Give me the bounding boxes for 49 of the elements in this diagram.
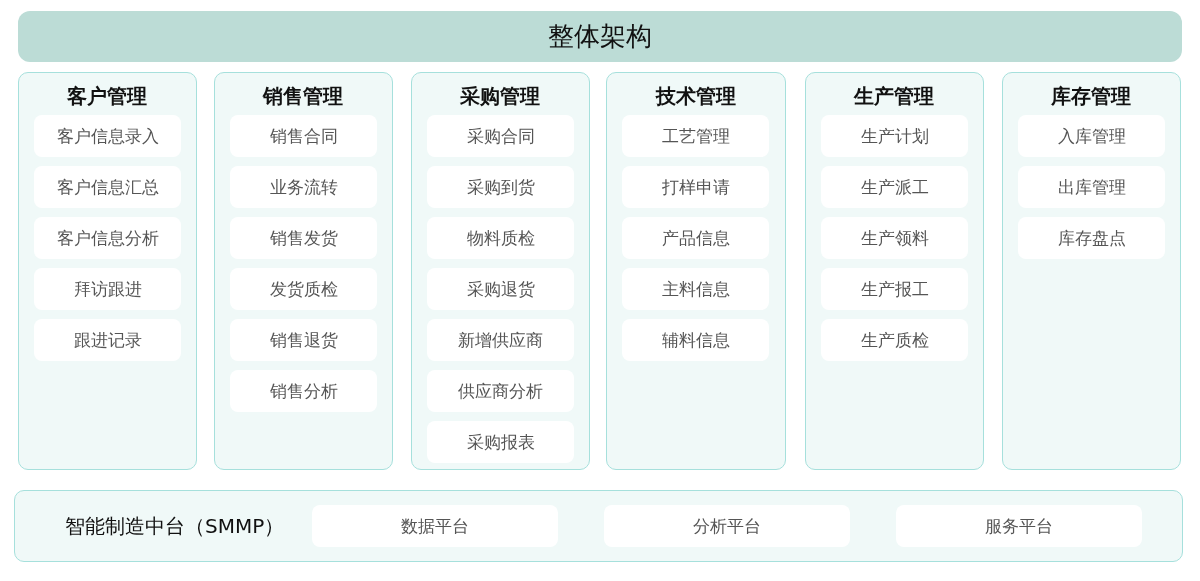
function-box: 新增供应商 — [427, 319, 574, 361]
function-box: 销售分析 — [230, 370, 377, 412]
function-box: 客户信息汇总 — [34, 166, 181, 208]
function-box: 物料质检 — [427, 217, 574, 259]
column-heading: 生产管理 — [852, 84, 935, 108]
function-box: 产品信息 — [622, 217, 769, 259]
function-box: 发货质检 — [230, 268, 377, 310]
platform-box: 分析平台 — [604, 505, 850, 547]
module-column — [18, 72, 197, 470]
function-box: 销售退货 — [230, 319, 377, 361]
module-column — [214, 72, 393, 470]
platform-box: 数据平台 — [312, 505, 558, 547]
module-column — [606, 72, 786, 470]
title-band: 整体架构 — [18, 11, 1182, 62]
function-box: 生产派工 — [821, 166, 968, 208]
column-heading: 库存管理 — [1050, 84, 1132, 108]
column-heading: 客户管理 — [66, 84, 148, 108]
function-box: 客户信息录入 — [34, 115, 181, 157]
function-box: 辅料信息 — [622, 319, 769, 361]
platform-panel — [14, 490, 1183, 562]
function-box: 拜访跟进 — [34, 268, 181, 310]
function-box: 生产质检 — [821, 319, 968, 361]
function-box: 生产计划 — [821, 115, 968, 157]
column-heading: 销售管理 — [261, 84, 344, 108]
platform-box: 服务平台 — [896, 505, 1142, 547]
function-box: 入库管理 — [1018, 115, 1165, 157]
function-box: 销售发货 — [230, 217, 377, 259]
function-box: 客户信息分析 — [34, 217, 181, 259]
function-box: 生产报工 — [821, 268, 968, 310]
column-heading: 采购管理 — [459, 84, 541, 108]
function-box: 生产领料 — [821, 217, 968, 259]
function-box: 采购合同 — [427, 115, 574, 157]
function-box: 采购报表 — [427, 421, 574, 463]
function-box: 跟进记录 — [34, 319, 181, 361]
function-box: 工艺管理 — [622, 115, 769, 157]
function-box: 主料信息 — [622, 268, 769, 310]
function-box: 库存盘点 — [1018, 217, 1165, 259]
function-box: 采购到货 — [427, 166, 574, 208]
module-column — [805, 72, 984, 470]
function-box: 销售合同 — [230, 115, 377, 157]
module-column — [411, 72, 590, 470]
column-heading: 技术管理 — [654, 84, 737, 108]
function-box: 出库管理 — [1018, 166, 1165, 208]
function-box: 业务流转 — [230, 166, 377, 208]
function-box: 打样申请 — [622, 166, 769, 208]
function-box: 供应商分析 — [427, 370, 574, 412]
module-column — [1002, 72, 1181, 470]
function-box: 采购退货 — [427, 268, 574, 310]
platform-label: 智能制造中台（SMMP） — [65, 513, 285, 539]
